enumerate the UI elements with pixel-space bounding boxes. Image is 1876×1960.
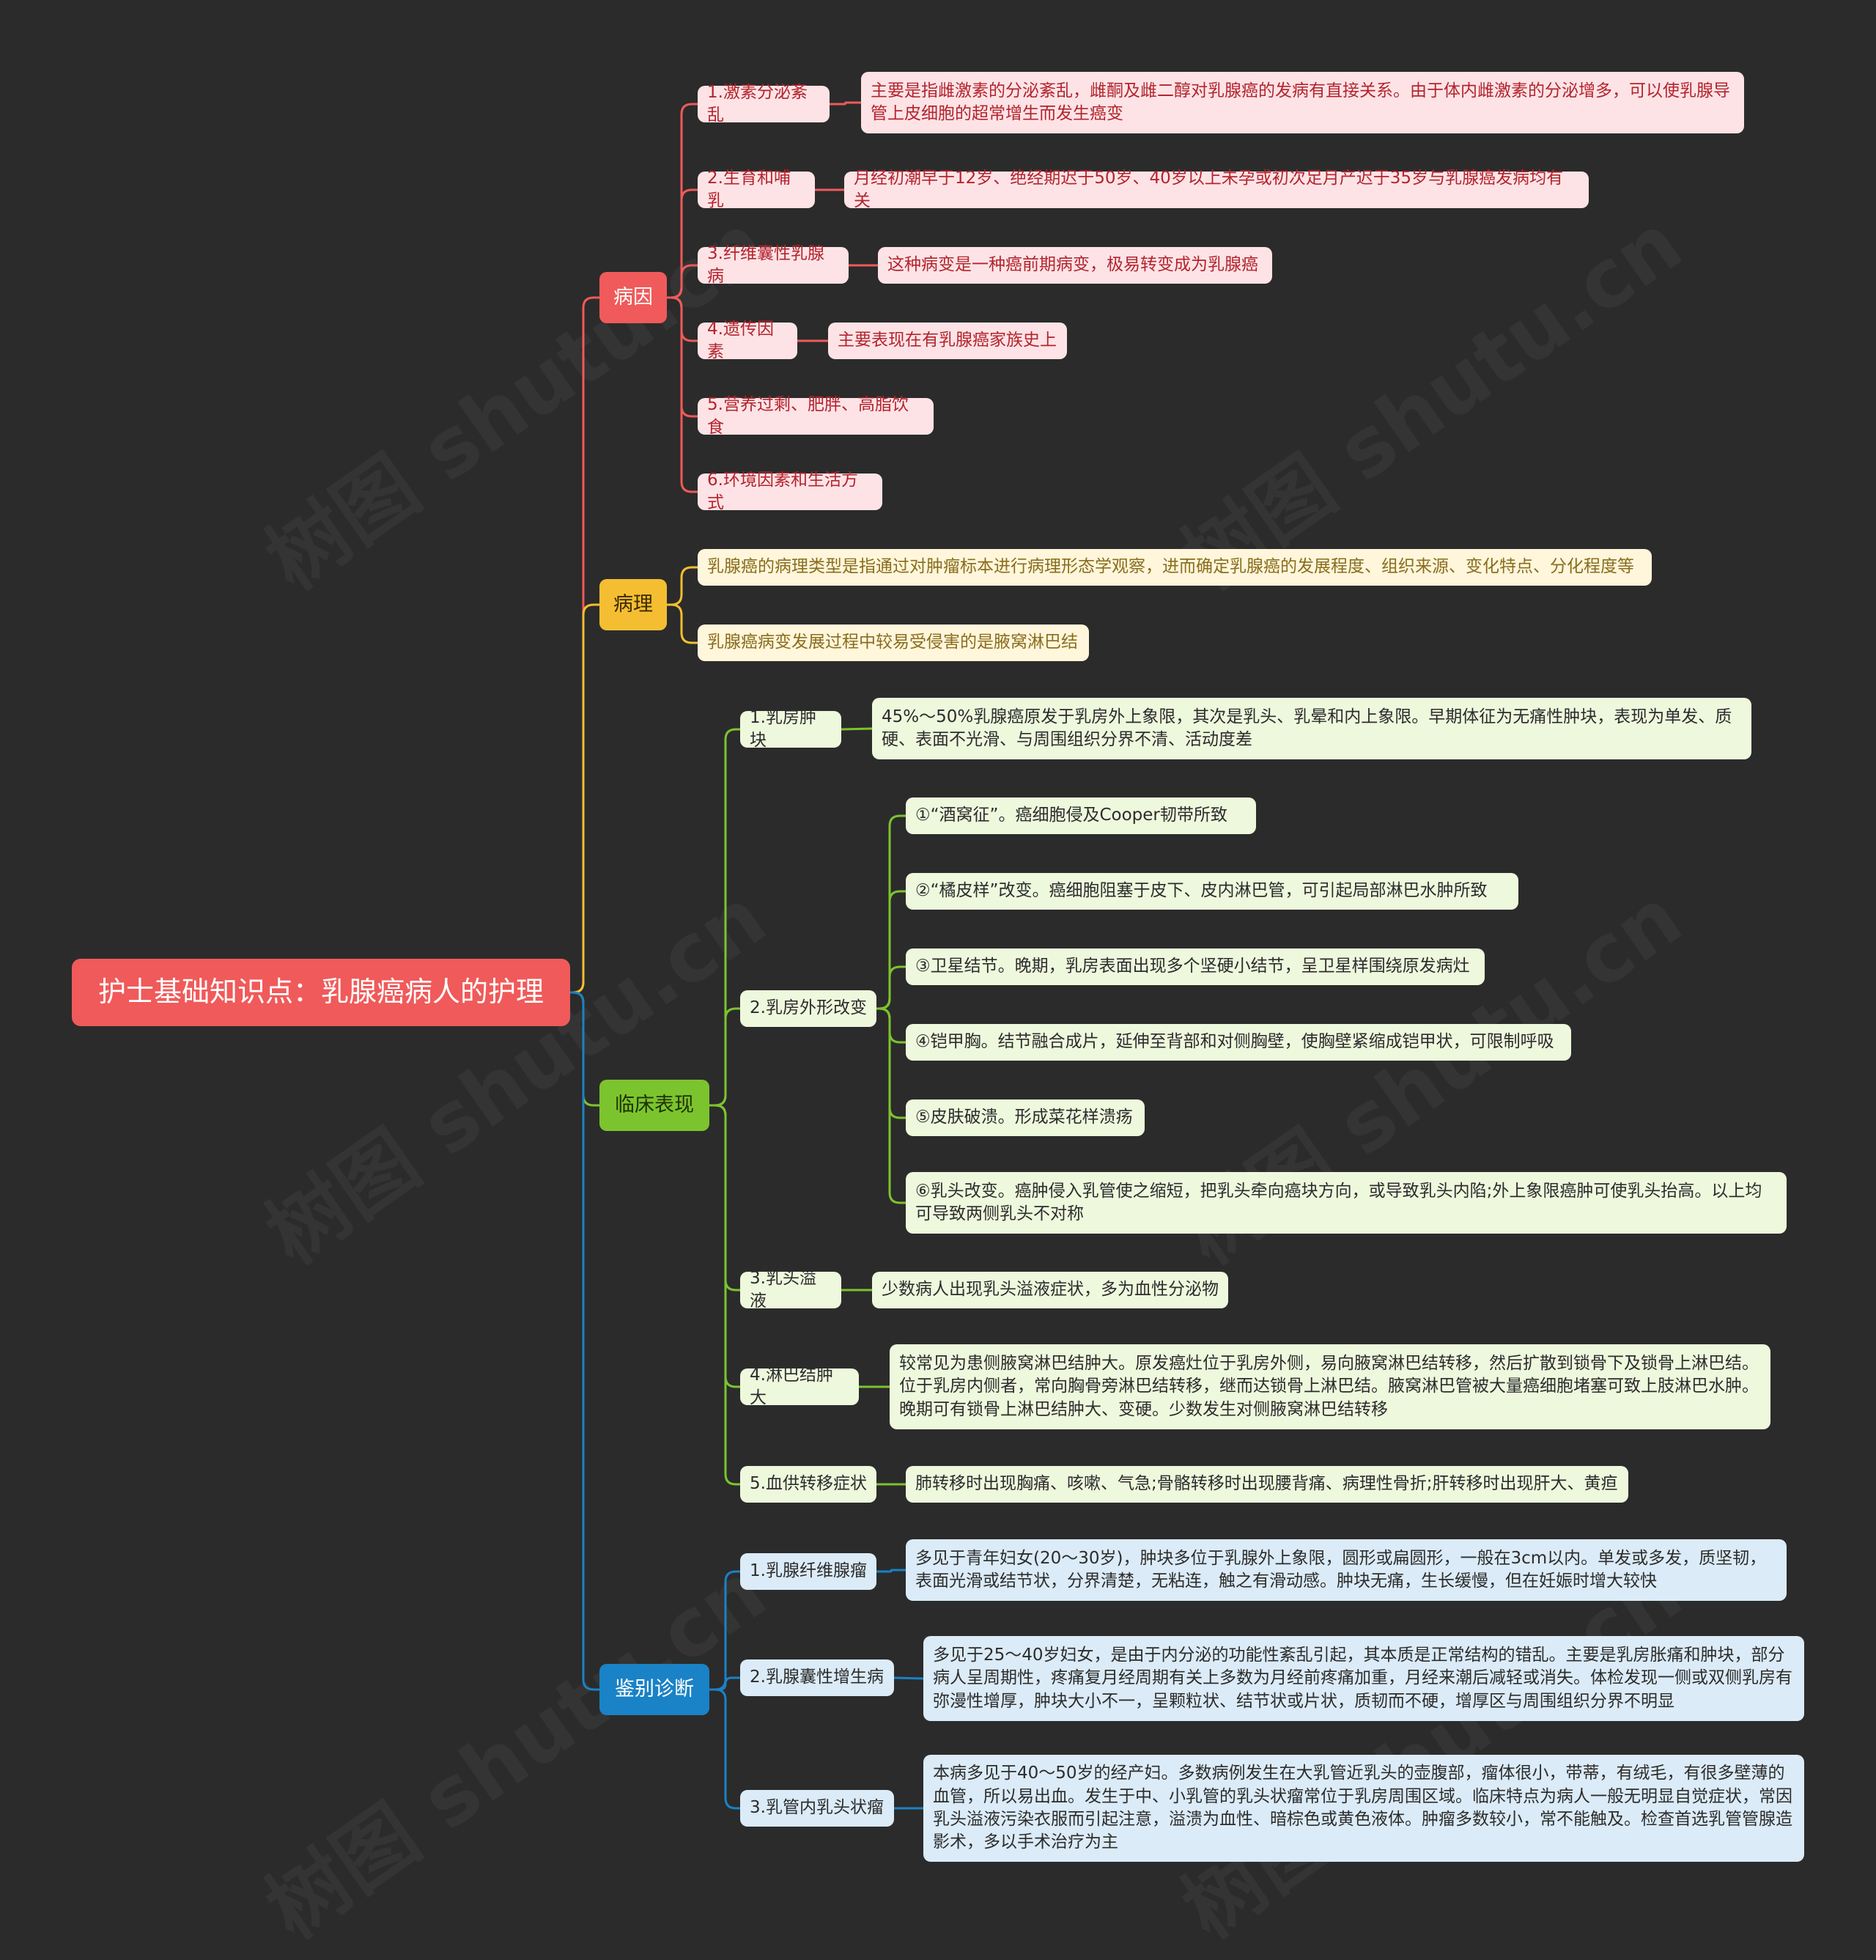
connector-line: [667, 566, 698, 606]
connector-line: [667, 296, 698, 493]
connector-line: [570, 296, 599, 994]
connector-line: [876, 1007, 906, 1119]
shape-change-item[interactable]: ⑤皮肤破溃。形成菜花样溃疡: [906, 1099, 1145, 1136]
cause-item[interactable]: 5.营养过剩、肥胖、高脂饮食: [698, 395, 934, 437]
clinical-detail[interactable]: 少数病人出现乳头溢液症状，多为血性分泌物: [872, 1272, 1228, 1308]
clinical-item[interactable]: 5.血供转移症状: [740, 1466, 876, 1503]
connector-line: [876, 965, 906, 1010]
connector-line: [667, 103, 698, 299]
cause-detail[interactable]: 这种病变是一种癌前期病变，极易转变成为乳腺癌: [878, 247, 1272, 284]
root-topic[interactable]: 护士基础知识点：乳腺癌病人的护理: [72, 959, 570, 1026]
connector-line: [709, 1007, 740, 1107]
watermark: 树图 shutu.cn: [239, 180, 784, 611]
shape-change-item[interactable]: ⑥乳头改变。癌肿侵入乳管使之缩短，把乳头牵向癌块方向，或导致乳头内陷;外上象限癌…: [906, 1172, 1787, 1234]
connector-line: [893, 1676, 924, 1680]
connector-line: [709, 1104, 740, 1292]
connector-line: [709, 1676, 740, 1691]
shape-change-item[interactable]: ①“酒窝征”。癌细胞侵及Cooper韧带所致: [906, 797, 1256, 834]
connector-line: [570, 603, 599, 994]
connector-line: [876, 1007, 906, 1204]
connector-line: [667, 296, 698, 342]
branch-clinical[interactable]: 临床表现: [599, 1080, 709, 1131]
connector-line: [709, 1688, 740, 1810]
pathology-item[interactable]: 乳腺癌的病理类型是指通过对肿瘤标本进行病理形态学观察，进而确定乳腺癌的发展程度、…: [698, 549, 1652, 586]
connector-line: [667, 264, 698, 299]
cause-detail[interactable]: 月经初潮早于12岁、绝经期迟于50岁、40岁以上未孕或初次足月产迟于35岁与乳腺…: [844, 169, 1589, 210]
watermark: 树图 shutu.cn: [239, 855, 784, 1286]
shape-change-item[interactable]: ③卫星结节。晚期，乳房表面出现多个坚硬小结节，呈卫星样围绕原发病灶: [906, 948, 1485, 985]
clinical-detail[interactable]: 肺转移时出现胸痛、咳嗽、气急;骨骼转移时出现腰背痛、病理性骨折;肝转移时出现肝大…: [906, 1466, 1628, 1503]
cause-item[interactable]: 3.纤维囊性乳腺病: [698, 244, 849, 286]
diagnosis-item[interactable]: 1.乳腺纤维腺瘤: [740, 1553, 876, 1590]
connector-line: [709, 1570, 740, 1691]
connector-line: [876, 890, 906, 1010]
cause-item[interactable]: 2.生育和哺乳: [698, 169, 815, 210]
clinical-item[interactable]: 4.淋巴结肿大: [740, 1366, 859, 1407]
connector-line: [570, 991, 599, 1691]
connector-line: [570, 991, 599, 1107]
shape-change-item[interactable]: ②“橘皮样”改变。癌细胞阻塞于皮下、皮内淋巴管，可引起局部淋巴水肿所致: [906, 873, 1518, 910]
cause-detail[interactable]: 主要是指雌激素的分泌紊乱，雌酮及雌二醇对乳腺癌的发病有直接关系。由于体内雌激素的…: [861, 72, 1744, 133]
diagnosis-item[interactable]: 2.乳腺囊性增生病: [740, 1659, 894, 1696]
clinical-detail[interactable]: 45%～50%乳腺癌原发于乳房外上象限，其次是乳头、乳晕和内上象限。早期体征为无…: [872, 698, 1751, 759]
cause-detail[interactable]: 主要表现在有乳腺癌家族史上: [828, 323, 1067, 359]
connector-line: [876, 1007, 906, 1044]
connector-line: [709, 1104, 740, 1486]
connector-line: [830, 101, 861, 106]
branch-diagnosis[interactable]: 鉴别诊断: [599, 1664, 709, 1715]
cause-item[interactable]: 6.环境因素和生活方式: [698, 471, 882, 512]
diagnosis-item[interactable]: 3.乳管内乳头状瘤: [740, 1790, 894, 1827]
connector-line: [709, 728, 740, 1107]
connector-line: [876, 814, 906, 1010]
diagnosis-detail[interactable]: 多见于青年妇女(20～30岁)，肿块多位于乳腺外上象限，圆形或扁圆形，一般在3c…: [906, 1539, 1787, 1601]
clinical-item[interactable]: 1.乳房肿块: [740, 708, 841, 750]
connector-line: [667, 603, 698, 644]
branch-cause[interactable]: 病因: [599, 272, 667, 323]
connector-line: [667, 296, 698, 418]
shape-change-item[interactable]: ④铠甲胸。结节融合成片，延伸至背部和对侧胸壁，使胸壁紧缩成铠甲状，可限制呼吸: [906, 1024, 1571, 1061]
clinical-item[interactable]: 3.乳头溢液: [740, 1269, 841, 1311]
watermark: 树图 shutu.cn: [1155, 180, 1700, 611]
cause-item[interactable]: 1.激素分泌紊乱: [698, 83, 830, 125]
cause-item[interactable]: 4.遗传因素: [698, 320, 797, 361]
pathology-item[interactable]: 乳腺癌病变发展过程中较易受侵害的是腋窝淋巴结: [698, 625, 1089, 661]
watermark: 树图 shutu.cn: [239, 1529, 784, 1960]
connector-line: [667, 188, 698, 299]
branch-pathology[interactable]: 病理: [599, 579, 667, 630]
clinical-item[interactable]: 2.乳房外形改变: [740, 990, 876, 1027]
connector-line: [876, 1569, 906, 1573]
diagnosis-detail[interactable]: 本病多见于40～50岁的经产妇。多数病例发生在大乳管近乳头的壶腹部，瘤体很小，带…: [923, 1755, 1804, 1862]
diagnosis-detail[interactable]: 多见于25～40岁妇女，是由于内分泌的功能性紊乱引起，其本质是正常结构的错乱。主…: [923, 1636, 1804, 1721]
connector-line: [709, 1104, 740, 1388]
clinical-detail[interactable]: 较常见为患侧腋窝淋巴结肿大。原发癌灶位于乳房外侧，易向腋窝淋巴结转移，然后扩散到…: [890, 1344, 1770, 1429]
